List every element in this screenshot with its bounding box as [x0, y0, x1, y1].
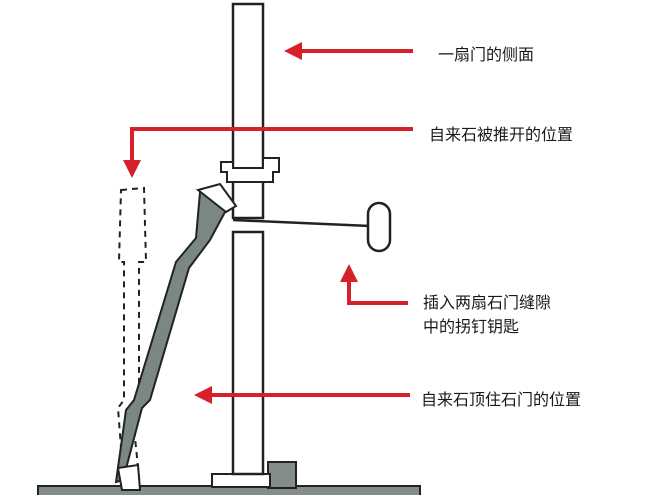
label-pushed-position: 自来石被推开的位置: [429, 125, 574, 144]
label-key-line2: 中的拐钉钥匙: [423, 317, 520, 336]
door-notch-bracket: [220, 157, 280, 183]
key-rod: [232, 218, 371, 228]
arrow-door-side: [284, 42, 413, 60]
label-prop-position: 自来石顶住石门的位置: [421, 390, 582, 409]
arrow-prop-position: [194, 386, 410, 404]
leaning-prop-stone: [114, 184, 237, 484]
door-side-lower: [231, 230, 265, 476]
door-side-upper: [231, 2, 265, 220]
arrow-pushed-position: [123, 127, 413, 178]
prop-stone-top: [195, 182, 238, 214]
floor-socket: [267, 461, 297, 489]
prop-stone-bottom: [116, 463, 142, 491]
key-handle: [366, 201, 392, 253]
door-base-plate: [211, 473, 271, 488]
label-door-side: 一扇门的侧面: [438, 45, 535, 64]
label-key-line1: 插入两扇石门缝隙: [423, 293, 552, 312]
arrow-key: [340, 264, 408, 305]
